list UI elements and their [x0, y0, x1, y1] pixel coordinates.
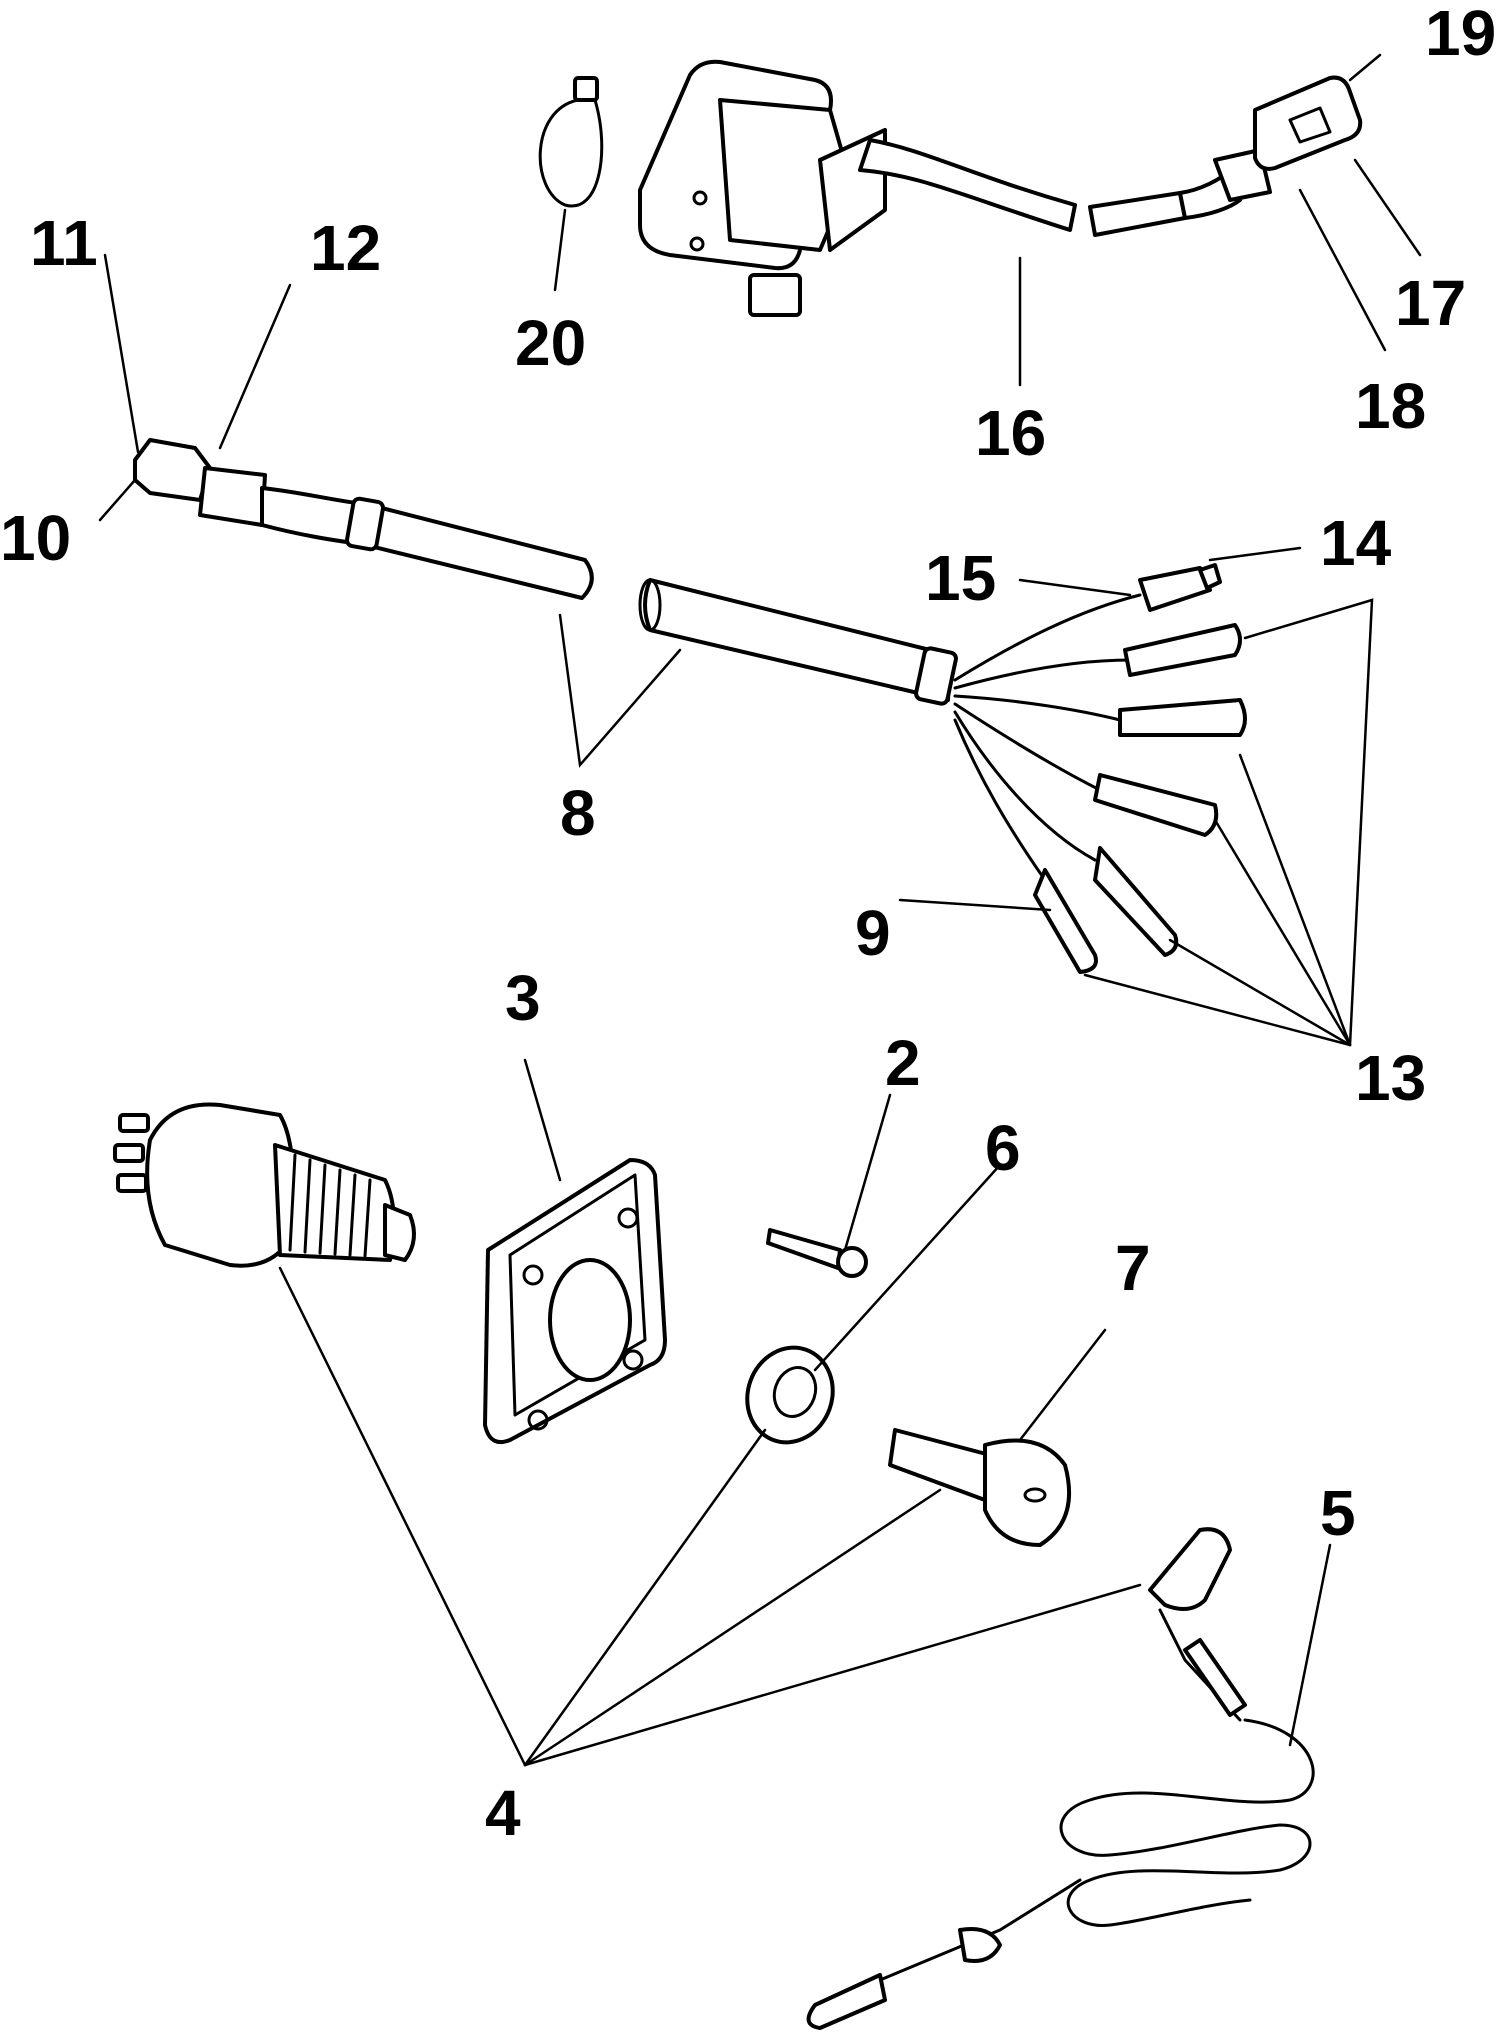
electrical-module-part: [638, 59, 1363, 317]
callout-labels: 19 17 18 16 20 11 12 10 14 15 8 9 13 3 2…: [0, 0, 1496, 1849]
cable-tie-part: [538, 76, 604, 208]
callout-17: 17: [1395, 267, 1466, 339]
callout-13: 13: [1355, 1042, 1426, 1114]
callout-9: 9: [855, 897, 891, 969]
callout-18: 18: [1355, 370, 1426, 442]
washer-part: [745, 1345, 835, 1445]
callout-15: 15: [925, 542, 996, 614]
terminals-part: [953, 563, 1247, 974]
callout-7: 7: [1115, 1232, 1151, 1304]
callout-3: 3: [505, 962, 541, 1034]
callout-2: 2: [885, 1027, 921, 1099]
callout-14: 14: [1320, 507, 1392, 579]
callout-4: 4: [485, 1777, 521, 1849]
mounting-plate-part: [483, 1158, 667, 1445]
callout-5: 5: [1320, 1477, 1356, 1549]
ignition-switch-part: [113, 1102, 416, 1268]
callout-19: 19: [1425, 0, 1496, 69]
wire-harness-part: [133, 438, 958, 706]
leader-lines: [98, 53, 1422, 1767]
key-part: [888, 1428, 1072, 1547]
callout-6: 6: [985, 1112, 1021, 1184]
callout-16: 16: [975, 397, 1046, 469]
callout-8: 8: [560, 777, 596, 849]
callout-10: 10: [0, 502, 71, 574]
lanyard-part: [806, 1527, 1315, 2030]
callout-11: 11: [30, 207, 98, 279]
screw-part: [766, 1228, 868, 1278]
callout-20: 20: [515, 307, 586, 379]
callout-12: 12: [310, 212, 381, 284]
